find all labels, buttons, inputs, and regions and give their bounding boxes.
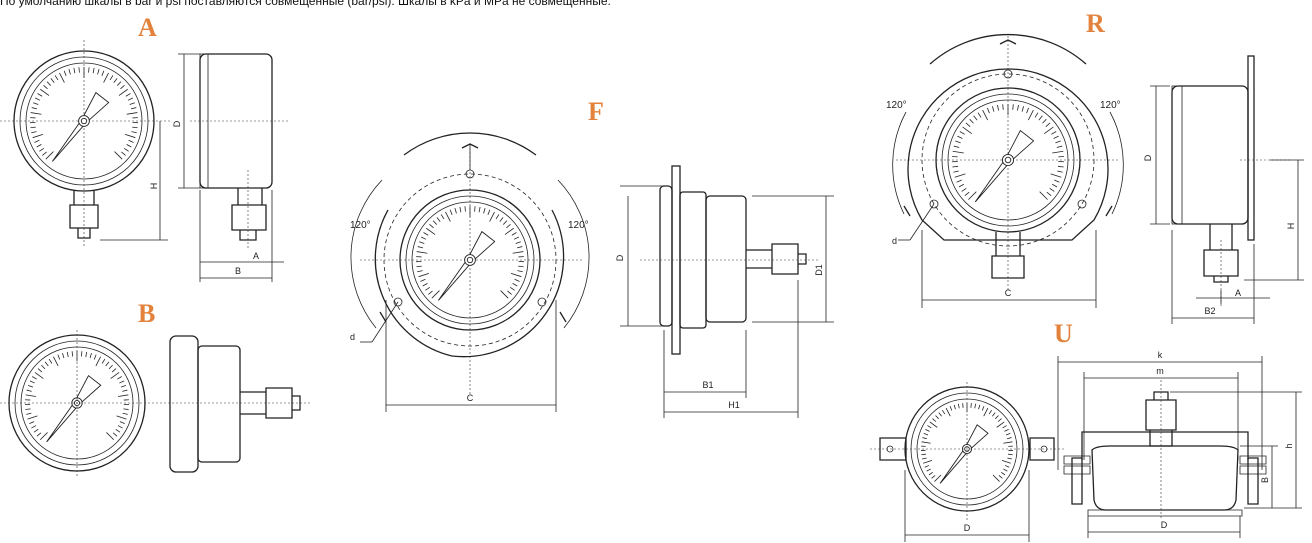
view-r-dim-b2: B2 xyxy=(1204,306,1215,316)
view-f-dial xyxy=(416,206,524,301)
view-u-dim-m: m xyxy=(1156,366,1164,376)
view-u: U D k xyxy=(870,319,1302,542)
view-r-dim-d-hole: d xyxy=(892,236,897,246)
view-r-dim-d: D xyxy=(1143,154,1153,161)
view-f-angle-left: 120° xyxy=(350,220,371,231)
view-r-dim-c: C xyxy=(1005,288,1012,298)
view-u-side: k m h B D xyxy=(1057,350,1302,538)
view-f-letter: F xyxy=(588,97,604,126)
view-r-angle-right: 120° xyxy=(1100,100,1121,111)
view-r-letter: R xyxy=(1086,9,1105,38)
scale-note: По умолчанию шкалы в bar и psi поставляю… xyxy=(0,0,611,8)
view-f-dim-h1: H1 xyxy=(728,400,740,410)
view-r-dim-a: A xyxy=(1235,288,1241,298)
view-u-dim-h: h xyxy=(1284,443,1294,448)
view-r-angle-left: 120° xyxy=(886,100,907,111)
view-f-dim-b1: B1 xyxy=(702,380,713,390)
view-r-dial xyxy=(952,104,1064,203)
view-r-front: 120° 120° d C xyxy=(886,33,1124,308)
view-f-dim-d: D xyxy=(615,254,625,261)
view-r-side: D H A B2 xyxy=(1143,55,1304,324)
view-u-dim-d-front: D xyxy=(964,523,971,533)
view-a-dim-b: B xyxy=(235,266,241,276)
view-f-dim-d1: D1 xyxy=(814,264,824,276)
view-a: A D H A xyxy=(0,13,290,282)
view-f-side: D D1 B1 H1 xyxy=(615,165,834,418)
view-a-dim-h: H xyxy=(149,183,159,190)
view-a-side xyxy=(190,53,290,250)
view-a-dimensions: D H A B xyxy=(100,53,284,282)
view-a-dial xyxy=(30,67,138,162)
view-u-front: D xyxy=(870,382,1064,542)
view-f-dim-c: C xyxy=(467,393,474,403)
view-r: R 120° 120° d C xyxy=(886,9,1304,324)
view-a-letter: A xyxy=(138,13,157,42)
view-f-dim-d-hole: d xyxy=(350,332,355,342)
view-f: F 120° 120° d C xyxy=(350,97,834,418)
view-b-letter: B xyxy=(138,299,155,328)
view-u-dim-k: k xyxy=(1158,350,1163,360)
view-f-front: 120° 120° d C xyxy=(350,132,590,412)
view-a-front xyxy=(0,40,172,248)
view-a-dim-d: D xyxy=(172,120,182,127)
view-u-letter: U xyxy=(1054,319,1073,348)
view-b-front xyxy=(0,330,160,476)
view-b-dial xyxy=(25,351,129,443)
view-f-angle-right: 120° xyxy=(568,220,589,231)
view-r-dim-h: H xyxy=(1286,223,1296,230)
view-u-dim-d-side: D xyxy=(1161,520,1168,530)
view-u-dim-b: B xyxy=(1260,477,1270,483)
view-u-dial xyxy=(921,403,1013,484)
view-b-side xyxy=(160,335,312,473)
view-a-dim-a: A xyxy=(253,251,259,261)
view-b: B xyxy=(0,299,312,476)
